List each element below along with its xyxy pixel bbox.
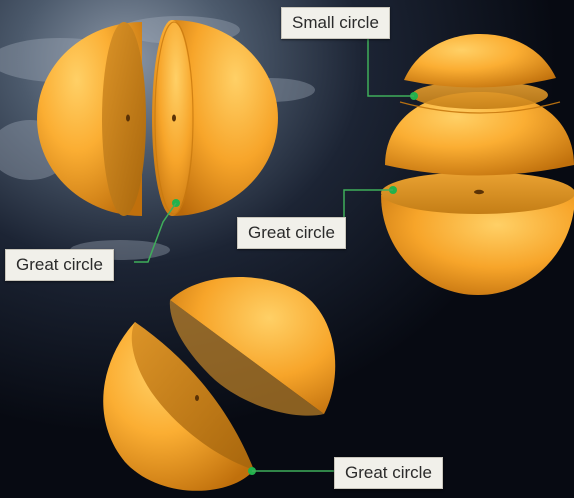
great-circle-label-left: Great circle: [5, 249, 114, 281]
small-circle-label: Small circle: [281, 7, 390, 39]
left-cut-face: [102, 22, 146, 216]
great-circle-label-right: Great circle: [237, 217, 346, 249]
great-circle-label-bottom: Great circle: [334, 457, 443, 489]
